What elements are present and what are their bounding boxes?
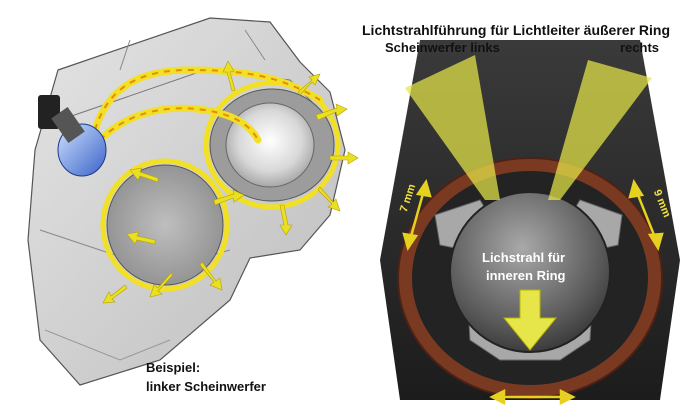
dimension-arrows (402, 178, 664, 406)
label-left-headlight: Scheinwerfer links (385, 40, 500, 55)
light-guide-ring-top (203, 80, 341, 210)
lamp-socket-photo (380, 40, 680, 406)
inner-ring-arrow (502, 289, 558, 351)
headlight-schematic (27, 17, 359, 386)
dimension-8mm: 8 mm (515, 402, 547, 416)
label-inner-ring-line1: Lichstrahl für (482, 250, 566, 265)
light-arrows (102, 60, 359, 304)
bulb (38, 95, 107, 177)
label-inner-ring-line2: inneren Ring (486, 268, 566, 283)
beam-cone-left (405, 55, 500, 200)
lamp-cap (449, 191, 611, 353)
label-example: Beispiel: (146, 360, 201, 375)
title-light-guide: Lichtstrahlführung für Lichtleiter äußer… (362, 22, 671, 38)
label-right-headlight: rechts (620, 40, 660, 55)
label-example-left-headlight: linker Scheinwerfer (146, 379, 266, 394)
beam-cone-right (548, 60, 652, 200)
reflector-lower (106, 164, 224, 286)
light-guide-ring-lower (100, 158, 230, 292)
